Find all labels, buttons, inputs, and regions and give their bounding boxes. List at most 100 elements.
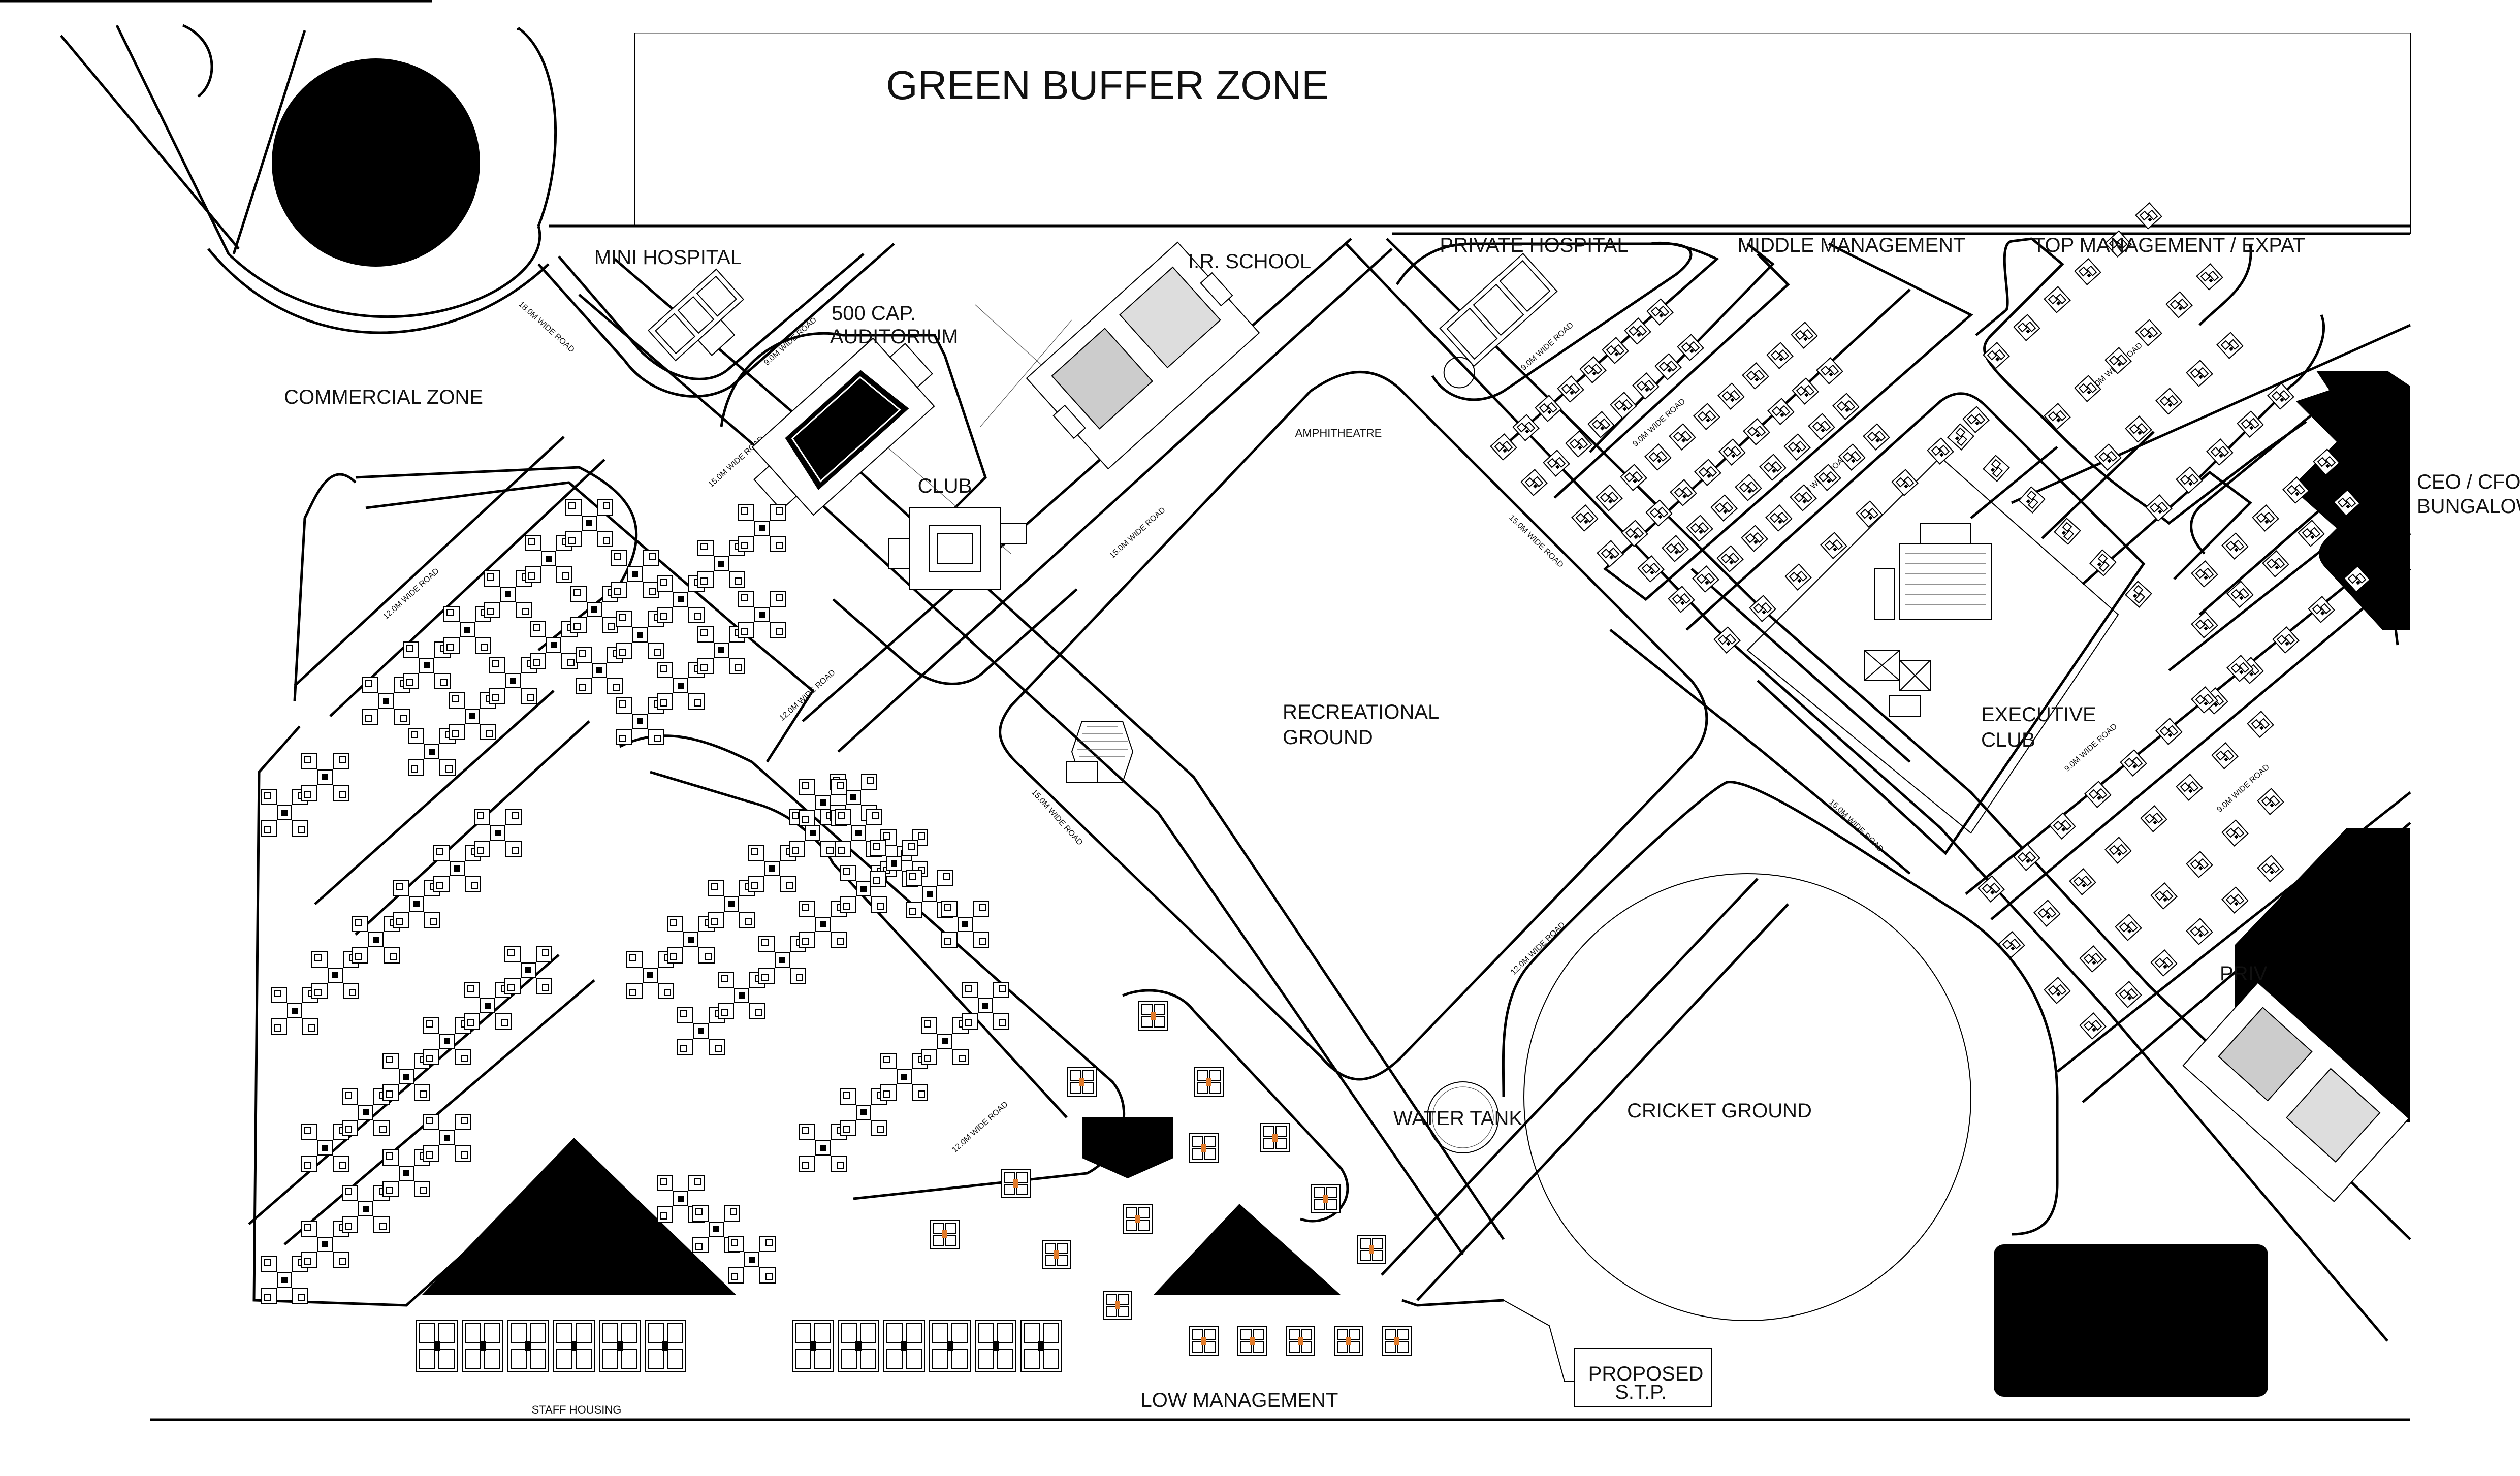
residential-cluster	[449, 692, 496, 740]
residential-cluster	[408, 728, 456, 776]
staff-housing-block	[645, 1320, 686, 1372]
residential-cluster	[962, 982, 1009, 1030]
low-management-unit	[1042, 1240, 1071, 1269]
bungalow-house	[2226, 581, 2254, 608]
executive-loop-house	[1983, 455, 2010, 482]
residential-cluster	[626, 951, 674, 999]
low-management-unit	[1189, 1133, 1219, 1163]
residential-cluster	[697, 626, 745, 674]
middle-management-house	[1766, 342, 1794, 369]
low-management-label: LOW MANAGEMENT	[1141, 1389, 1338, 1411]
middle-management-house	[1808, 413, 1835, 440]
residential-cluster	[799, 901, 847, 948]
middle-management-house	[1597, 540, 1624, 567]
low-management-unit	[1138, 1001, 1168, 1031]
top-management-label: TOP MANAGEMENT / EXPAT	[2033, 234, 2305, 256]
middle-management-house	[1838, 443, 1866, 471]
club-label: CLUB	[918, 475, 972, 497]
commercial-zone-label: COMMERCIAL ZONE	[284, 386, 483, 408]
recreational-ground-label-line1: RECREATIONAL	[1283, 701, 1439, 723]
low-management-unit	[1260, 1123, 1290, 1152]
low-management-unit	[1286, 1326, 1315, 1356]
top-management-house	[2186, 360, 2213, 387]
top-management-house	[2145, 494, 2173, 522]
top-management-house	[2206, 438, 2234, 466]
top-management-house	[2196, 263, 2223, 291]
middle-management-house	[1791, 322, 1818, 349]
residential-cluster	[342, 1088, 390, 1136]
bottom-right-black-block	[1994, 1244, 2268, 1397]
low-management-unit	[1382, 1326, 1412, 1356]
residential-cluster	[382, 1149, 430, 1197]
residential-cluster	[423, 1017, 471, 1065]
green-buffer-zone-label: GREEN BUFFER ZONE	[886, 62, 1328, 108]
private-right-label: PRIV	[2220, 962, 2268, 985]
residential-cluster	[921, 1017, 969, 1065]
right-grid-house	[2257, 855, 2284, 882]
right-grid-house	[2044, 977, 2071, 1004]
staff-housing-block	[838, 1320, 879, 1372]
right-grid-house	[2211, 742, 2239, 769]
middle-management-house	[1662, 535, 1689, 562]
middle-management-house	[1646, 298, 1674, 326]
executive-loop-house	[1784, 563, 1812, 591]
residential-cluster	[261, 789, 308, 837]
executive-loop-house	[2089, 549, 2117, 576]
top-management-house	[2013, 314, 2040, 341]
residential-cluster	[525, 535, 572, 583]
residential-cluster	[489, 657, 537, 704]
staff-housing-block	[507, 1320, 549, 1372]
residential-cluster	[311, 951, 359, 999]
top-management-house	[2191, 560, 2218, 588]
executive-loop-house	[1947, 423, 1974, 451]
residential-cluster	[718, 972, 765, 1019]
middle-management-house	[1792, 377, 1819, 405]
residential-cluster	[576, 647, 623, 694]
amphitheatre-structure	[1066, 721, 1134, 783]
right-grid-house	[2049, 812, 2076, 840]
middle-management-house	[1717, 382, 1745, 410]
residential-cluster	[464, 982, 512, 1030]
middle-management-house	[1693, 403, 1720, 430]
top-management-house	[1983, 342, 2010, 369]
right-grid-house	[2115, 981, 2142, 1008]
executive-club-label-line1: EXECUTIVE	[1981, 703, 2096, 726]
residential-cluster	[261, 1256, 308, 1304]
right-grid-house	[2084, 781, 2112, 808]
top-management-house	[2044, 286, 2071, 313]
right-grid-house	[2069, 868, 2096, 895]
ir-school-building	[1026, 241, 1260, 470]
staff-housing-block	[553, 1320, 595, 1372]
private-hospital-building	[1439, 252, 1558, 389]
low-management-unit	[1334, 1326, 1363, 1356]
low-management-unit	[1103, 1291, 1132, 1320]
top-management-house	[2216, 332, 2244, 359]
amphitheatre-label: AMPHITHEATRE	[1295, 427, 1382, 439]
residential-cluster	[301, 1124, 349, 1172]
road-label-12m-c: 12.0M WIDE ROAD	[1509, 920, 1567, 976]
middle-management-house	[1759, 454, 1787, 481]
residential-cluster	[799, 1124, 847, 1172]
residential-cluster	[738, 504, 786, 552]
middle-management-house	[1621, 520, 1648, 547]
residential-cluster	[352, 916, 400, 964]
middle-management-house	[1783, 433, 1811, 461]
top-management-house	[2252, 504, 2279, 532]
top-management-house	[2155, 388, 2183, 415]
water-tank-label: WATER TANK	[1393, 1107, 1522, 1130]
recreational-ground-boundary	[999, 371, 1708, 1081]
top-management-house	[2221, 532, 2249, 560]
right-grid-house	[2150, 949, 2178, 977]
right-private-building	[2182, 982, 2410, 1202]
residential-cluster	[941, 901, 989, 948]
residential-cluster	[342, 1185, 390, 1233]
middle-management-house	[1767, 398, 1795, 425]
auditorium-building	[751, 337, 935, 516]
residential-cluster	[362, 677, 410, 725]
road-label-9m-f: 9.0M WIDE ROAD	[2063, 722, 2119, 774]
residential-cluster	[271, 987, 318, 1035]
top-management-house	[2165, 291, 2193, 318]
residential-cluster	[530, 621, 578, 669]
right-grid-house	[2176, 774, 2203, 801]
